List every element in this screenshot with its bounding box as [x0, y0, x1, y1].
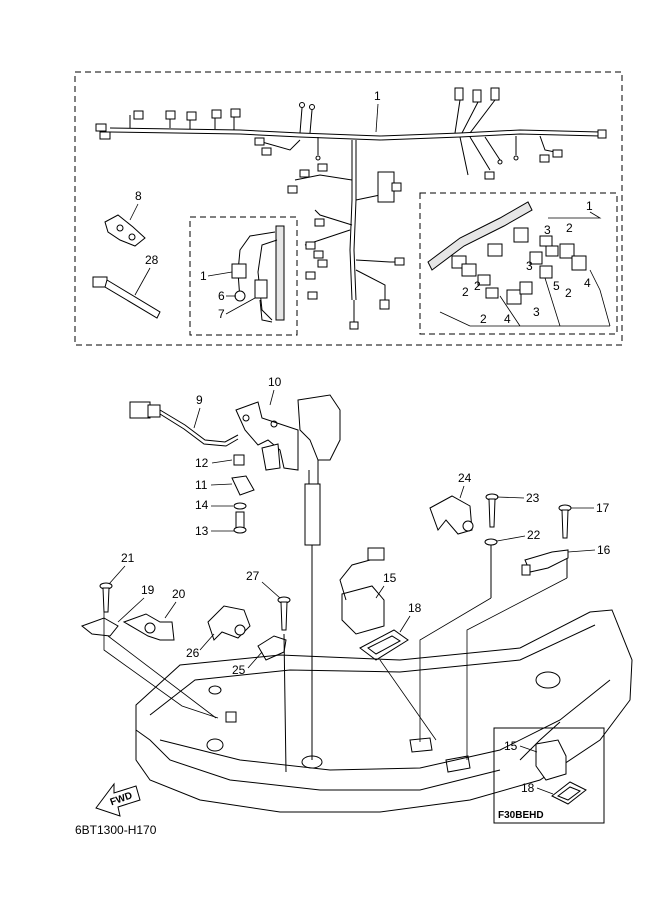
label-part-21: 21 [121, 551, 135, 565]
small-parts-stack [231, 454, 255, 534]
label-part-25: 25 [232, 663, 246, 677]
sensor-subassembly [189, 216, 298, 336]
part-24-clamp [429, 495, 474, 535]
label-part-20: 20 [172, 587, 186, 601]
label-part-28: 28 [145, 253, 159, 267]
label-part-7: 7 [218, 307, 225, 321]
part-18-seal [359, 629, 409, 661]
label-connector-3b: 3 [526, 259, 533, 273]
part-25-clip [257, 635, 287, 661]
part-14-washer [233, 502, 247, 510]
part-23-bolt [485, 493, 499, 528]
part-15-grommet [339, 547, 385, 635]
label-connector-2e: 2 [474, 279, 481, 293]
label-part-1-sensor: 1 [200, 269, 207, 283]
label-connector-3c: 3 [533, 305, 540, 319]
label-connector-4a: 4 [584, 276, 591, 290]
label-part-11: 11 [195, 478, 208, 492]
label-connector-3a: 3 [544, 223, 551, 237]
part-12-collar [233, 454, 245, 466]
harness-dashed-frame [74, 71, 623, 346]
label-part-13: 13 [195, 524, 209, 538]
label-connector-2a: 2 [566, 221, 573, 235]
label-part-8: 8 [135, 189, 142, 203]
connector-set [451, 227, 587, 305]
connector-kit-subassembly [419, 192, 618, 335]
label-connector-5: 5 [553, 279, 560, 293]
label-part-18: 18 [408, 601, 422, 615]
drawing-code: 6BT1300-H170 [75, 823, 157, 837]
fwd-arrow-icon [95, 782, 141, 817]
label-part-10: 10 [268, 375, 282, 389]
inset-f30behd [493, 727, 605, 824]
label-part-22: 22 [527, 528, 541, 542]
label-connector-4b: 4 [504, 312, 511, 326]
label-part-9: 9 [196, 393, 203, 407]
inset-part-18-seal [551, 781, 587, 805]
label-connector-2b: 2 [462, 285, 469, 299]
label-part-6: 6 [218, 289, 225, 303]
inset-label-part-15: 15 [504, 739, 518, 753]
part-17-bolt [558, 504, 572, 539]
part-10-bracket [235, 394, 341, 471]
label-part-14: 14 [195, 498, 209, 512]
part-28-cable-tie [92, 276, 161, 319]
label-part-15: 15 [383, 571, 397, 585]
inset-part-15-grommet [535, 739, 567, 781]
label-connector-2d: 2 [480, 312, 487, 326]
part-9-lead-wire [129, 401, 239, 447]
label-part-24: 24 [458, 471, 472, 485]
inset-label-part-18: 18 [521, 781, 535, 795]
part-22-washer [484, 538, 498, 546]
part-11-plate [231, 475, 255, 496]
part-20-clamp [122, 613, 175, 641]
part-16-bracket [521, 549, 569, 576]
label-part-16: 16 [597, 543, 611, 557]
part-8-clip [104, 214, 146, 247]
label-part-1-main: 1 [374, 89, 381, 103]
label-part-12: 12 [195, 456, 209, 470]
installation-leader-lines [103, 577, 568, 760]
label-part-23: 23 [526, 491, 540, 505]
label-part-1-connectors: 1 [586, 199, 593, 213]
part-27-bolt [277, 596, 291, 631]
part-19-clip [80, 617, 119, 637]
label-connector-2c: 2 [565, 286, 572, 300]
label-part-26: 26 [186, 646, 200, 660]
label-part-27: 27 [246, 569, 260, 583]
wire-harness-main [95, 87, 607, 330]
part-26-clamp [207, 605, 251, 641]
label-part-17: 17 [596, 501, 610, 515]
shift-rod [304, 460, 321, 760]
label-part-19: 19 [141, 583, 155, 597]
part-21-bolt [99, 582, 113, 613]
wire-harness-section: 1 8 28 1 6 7 [74, 71, 623, 346]
inset-model-code: F30BEHD [498, 810, 544, 821]
bottom-cowling [135, 609, 633, 813]
